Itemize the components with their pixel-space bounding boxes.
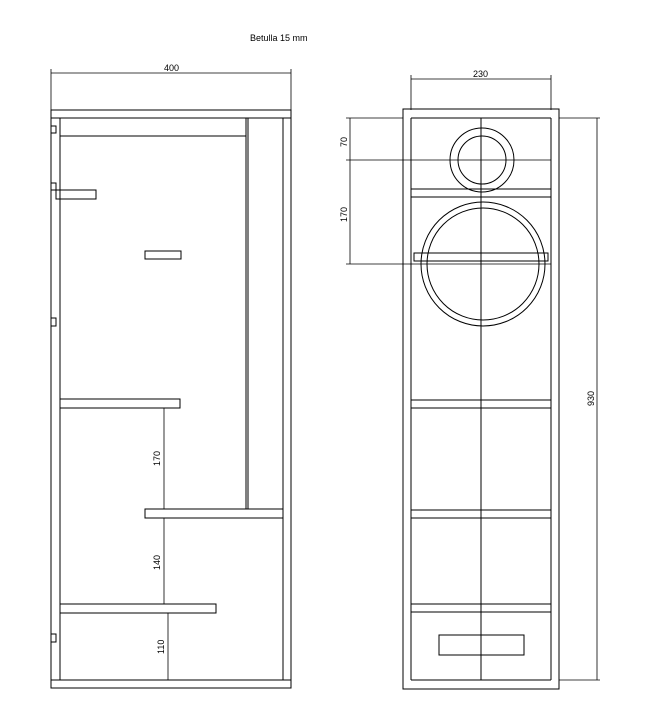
side-bottom-panel xyxy=(50,679,292,689)
driver-dimensions: 70 170 xyxy=(339,117,551,265)
front-brace-3 xyxy=(410,509,552,519)
dim-140-label: 140 xyxy=(152,555,162,570)
front-brace-4 xyxy=(410,603,552,613)
back-notch-bottom xyxy=(51,633,57,643)
back-notch-middle xyxy=(51,317,57,327)
side-width-dimension: 400 xyxy=(50,63,292,110)
bass-port-slot xyxy=(438,634,525,656)
side-front-baffle xyxy=(282,117,292,681)
side-view: 400 170 xyxy=(50,63,292,689)
back-notch-upper xyxy=(51,182,57,191)
side-top-panel xyxy=(50,109,292,119)
shelf-dimension-170: 170 xyxy=(152,408,165,509)
dim-70-label: 70 xyxy=(339,137,349,147)
height-dimension: 930 xyxy=(559,117,600,681)
shelf-dimension-140: 140 xyxy=(152,518,165,604)
dim-110-label: 110 xyxy=(156,640,166,654)
dim-170b-label: 170 xyxy=(339,207,349,222)
dim-170-label: 170 xyxy=(152,451,162,466)
shelf-3 xyxy=(59,603,217,614)
front-brace-2 xyxy=(410,399,552,409)
dim-930-label: 930 xyxy=(586,391,596,406)
woofer-mount-bar xyxy=(413,252,549,262)
internal-divider xyxy=(245,117,249,510)
front-width-label: 230 xyxy=(473,69,488,79)
back-notch-top xyxy=(51,125,57,134)
shelf-dimension-110: 110 xyxy=(156,613,169,680)
front-view: 230 xyxy=(339,69,600,690)
front-width-dimension: 230 xyxy=(410,69,552,110)
port-tube xyxy=(144,250,182,260)
drawing-title: Betulla 15 mm xyxy=(250,33,308,43)
side-width-label: 400 xyxy=(164,63,179,73)
shelf-2 xyxy=(144,508,284,519)
front-outer-box xyxy=(402,108,560,690)
terminal-block xyxy=(55,189,97,200)
shelf-1 xyxy=(59,398,181,409)
front-brace-1 xyxy=(410,188,552,198)
